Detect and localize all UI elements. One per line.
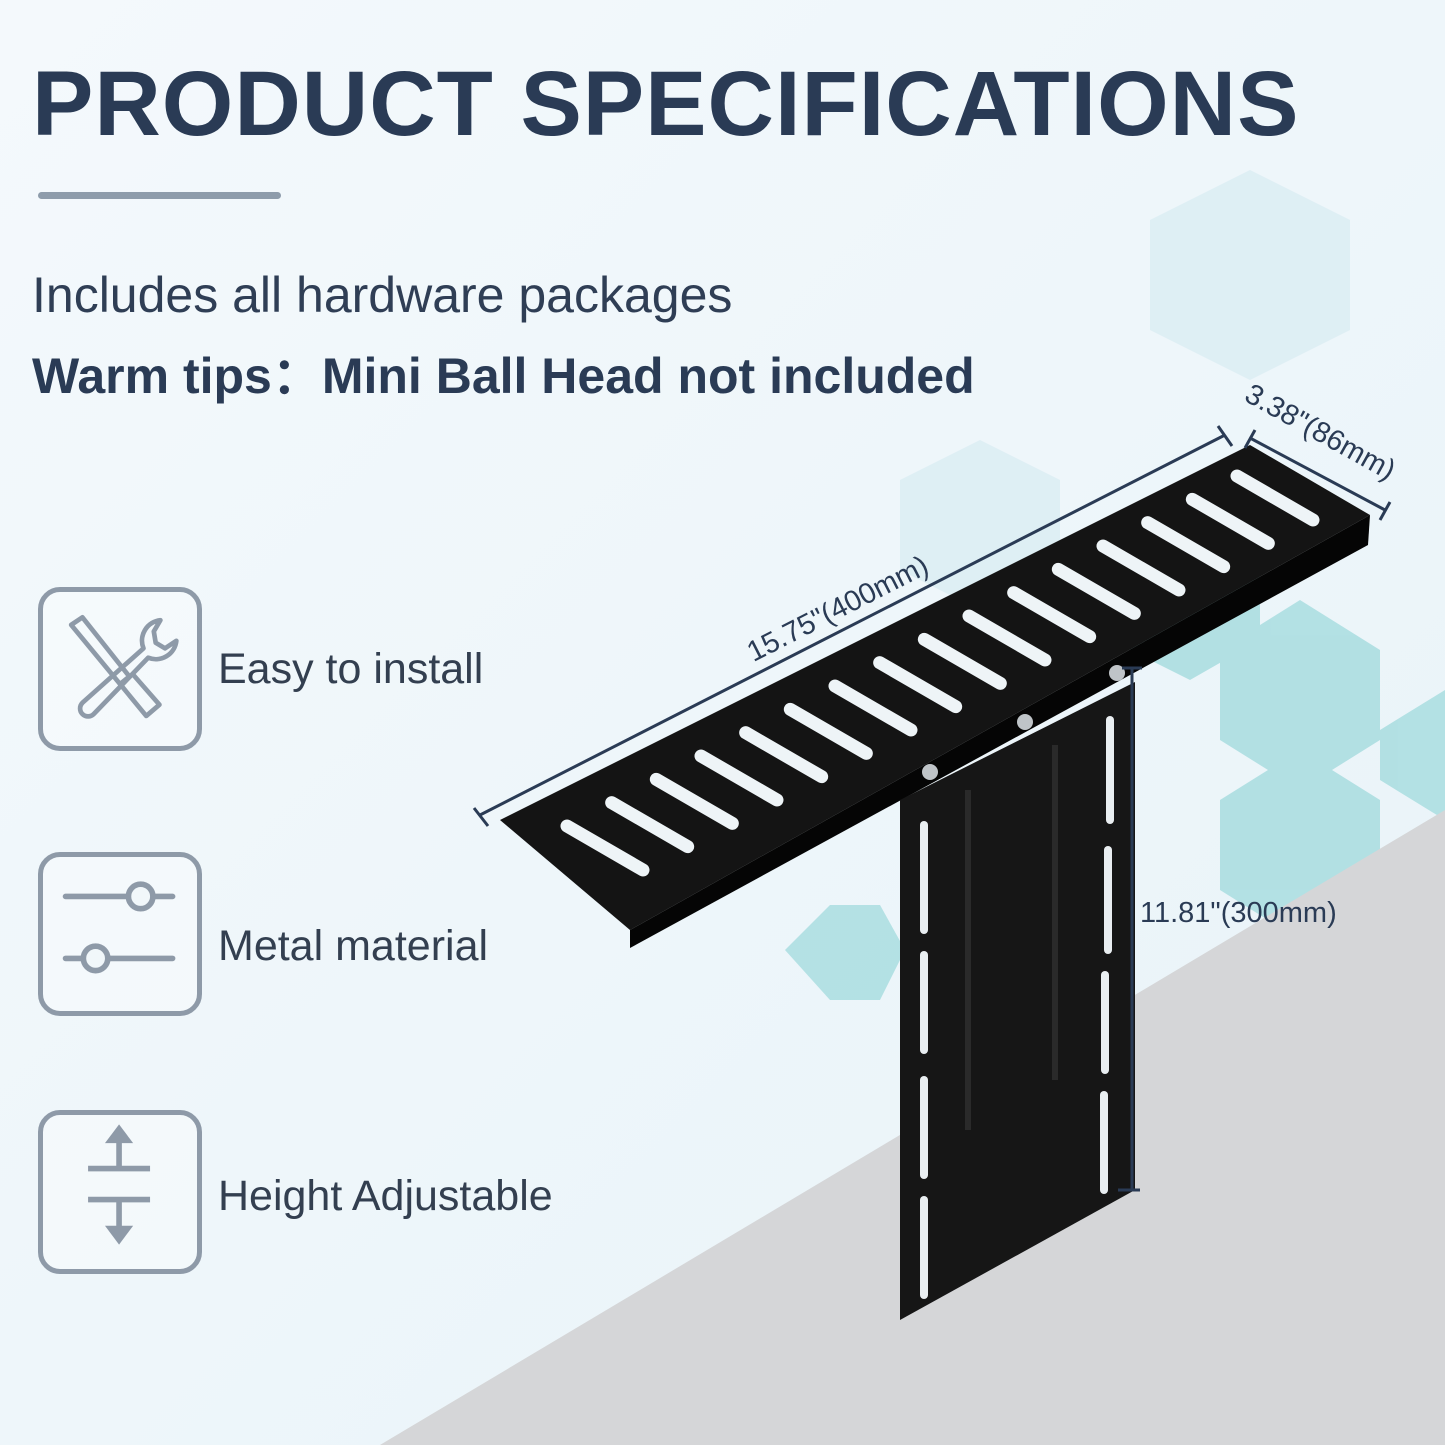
shelf-slot <box>649 772 739 830</box>
height-dimension: 11.81"(300mm) <box>1140 897 1337 929</box>
shelf-slot <box>962 609 1052 667</box>
tools-icon <box>38 587 202 751</box>
shelf-slot <box>1141 516 1231 574</box>
warm-tips-text: Warm tips：Mini Ball Head not included <box>32 348 975 404</box>
shelf-slot <box>1185 492 1275 550</box>
shelf-slot <box>917 632 1007 690</box>
shelf-slot <box>873 656 963 714</box>
shelf-slot <box>828 679 918 737</box>
shelf-slot <box>1230 469 1320 527</box>
shelf-slot <box>1051 562 1141 620</box>
shelf-slot <box>605 796 695 854</box>
feature-label-easy-install: Easy to install <box>218 645 484 693</box>
shelf-slot <box>783 702 873 760</box>
feature-label-metal: Metal material <box>218 922 489 970</box>
page-title: PRODUCT SPECIFICATIONS <box>32 53 1300 155</box>
shelf-slot <box>1096 539 1186 597</box>
includes-text: Includes all hardware packages <box>32 267 733 323</box>
sliders-icon <box>38 852 202 1016</box>
height-adjust-icon <box>38 1110 202 1274</box>
feature-label-height: Height Adjustable <box>218 1172 553 1220</box>
title-divider <box>38 192 281 199</box>
shelf-slot <box>560 819 650 877</box>
shelf-slot <box>1007 586 1097 644</box>
shelf-slot <box>739 726 829 784</box>
shelf-slot <box>694 749 784 807</box>
